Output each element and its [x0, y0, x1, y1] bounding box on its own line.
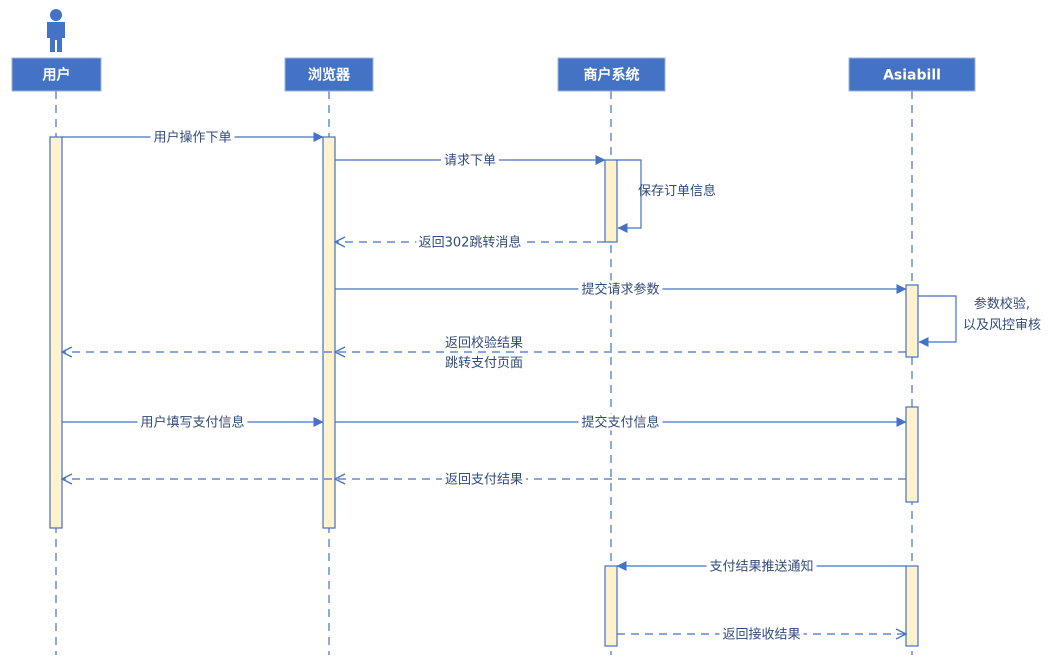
self-message-arrow	[617, 159, 642, 233]
message-label: 跳转支付页面	[445, 356, 523, 371]
participant-label: 商户系统	[584, 67, 640, 84]
activation-bar-browser	[322, 136, 336, 529]
activation-bar-merchant	[604, 565, 618, 647]
message-label: 返回接收结果	[722, 627, 800, 643]
message-m10: 返回支付结果	[62, 470, 906, 488]
participant-headers: 用户 浏览器 商户系统 Asiabill	[11, 57, 976, 92]
message-label-bg	[416, 233, 524, 251]
message-label-bg	[441, 151, 499, 169]
message-label-bg	[706, 557, 817, 575]
participant-box	[284, 57, 374, 92]
message-m3: 保存订单信息	[617, 159, 716, 233]
activation-bar-user	[49, 136, 63, 529]
participant-box	[848, 57, 976, 92]
self-message-arrow	[918, 295, 957, 347]
message-m9: 提交支付信息	[335, 413, 907, 431]
message-label: 请求下单	[444, 154, 496, 169]
message-label: 返回校验结果	[445, 335, 523, 351]
message-label-bg	[150, 128, 235, 146]
participant-box	[11, 57, 102, 92]
message-m4: 返回302跳转消息	[335, 233, 605, 251]
message-label: 用户操作下单	[153, 130, 231, 146]
message-m1: 用户操作下单	[62, 128, 324, 146]
intermediate-arrowhead	[333, 473, 346, 485]
person-icon	[47, 9, 65, 52]
intermediate-arrowhead	[333, 346, 346, 358]
message-label-bg	[578, 280, 663, 298]
activation-bar-asiabill	[905, 284, 919, 358]
message-label-bg	[442, 334, 526, 351]
participant-label: 浏览器	[308, 67, 351, 84]
activation-bar-merchant	[604, 159, 618, 243]
activation-bar-asiabill	[905, 565, 919, 647]
message-m12: 返回接收结果	[617, 625, 906, 643]
message-m11: 支付结果推送通知	[616, 557, 906, 575]
message-m2: 请求下单	[335, 151, 606, 169]
participant-label: Asiabill	[883, 68, 941, 84]
participant-merchant: 商户系统	[557, 57, 666, 92]
message-label-bg	[719, 625, 804, 643]
message-label-bg	[137, 413, 248, 431]
participant-box	[557, 57, 666, 92]
participant-browser: 浏览器	[284, 57, 374, 92]
participant-asiabill: Asiabill	[848, 57, 976, 92]
activation-bar-asiabill	[905, 406, 919, 503]
message-label-bg	[442, 470, 526, 488]
message-label-bg	[578, 413, 663, 431]
message-label: 支付结果推送通知	[709, 559, 813, 575]
message-label: 参数校验,	[974, 296, 1030, 312]
activation-bars	[49, 136, 919, 647]
participant-user: 用户	[11, 57, 102, 92]
message-m6: 参数校验, 以及风控审核	[918, 295, 1041, 347]
message-label: 返回支付结果	[445, 473, 523, 488]
participant-label: 用户	[43, 67, 71, 84]
message-label: 返回302跳转消息	[419, 235, 522, 251]
message-label: 提交支付信息	[581, 415, 659, 431]
message-m5: 提交请求参数	[335, 280, 907, 298]
message-label: 用户填写支付信息	[140, 415, 244, 431]
message-label-bg	[442, 354, 526, 371]
message-label: 提交请求参数	[581, 282, 659, 298]
message-label: 以及风控审核	[963, 318, 1041, 333]
message-m8: 用户填写支付信息	[62, 413, 324, 431]
message-label: 保存订单信息	[638, 183, 716, 199]
